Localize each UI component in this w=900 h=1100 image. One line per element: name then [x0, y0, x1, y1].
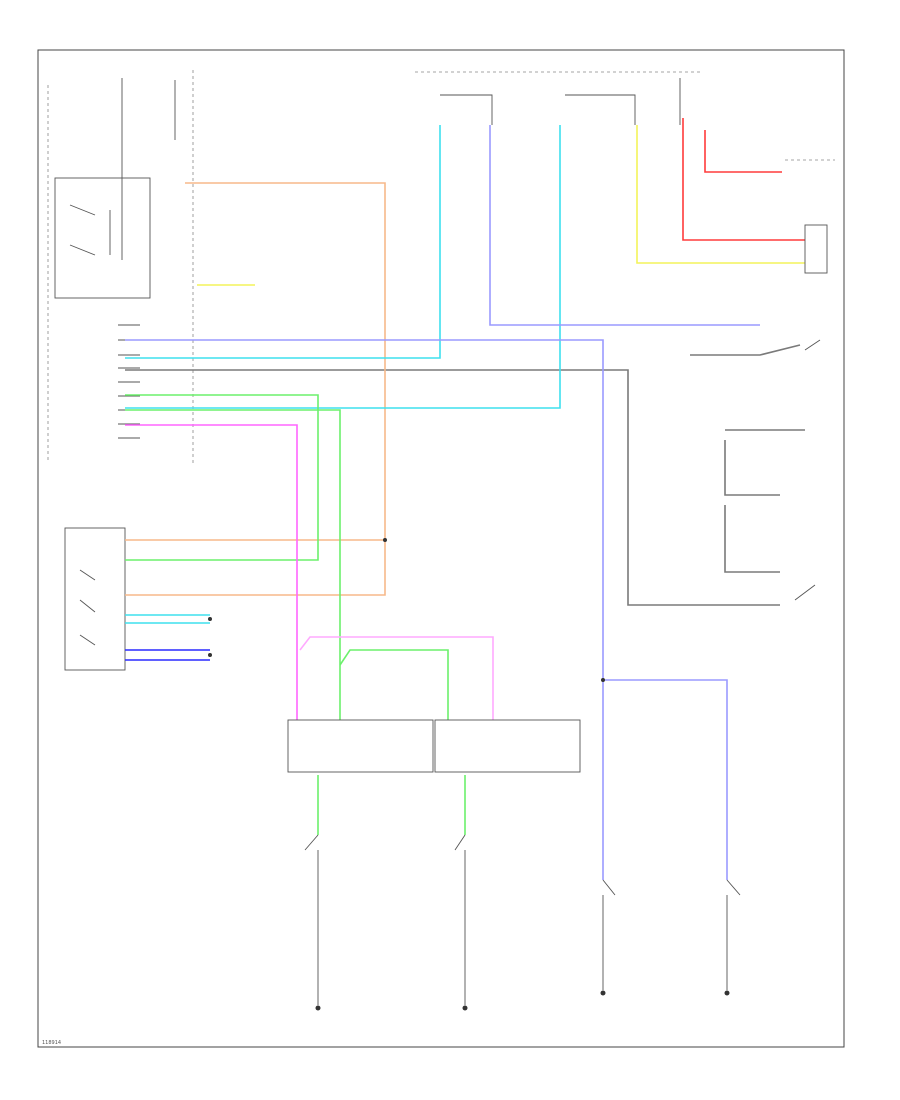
wire-green-2: [125, 409, 341, 720]
wire-black-1: [125, 369, 780, 606]
wire-orange: [125, 182, 386, 596]
actuator-module-left: [287, 719, 434, 773]
switch-block: [64, 527, 126, 671]
wire-pink-2: [299, 636, 494, 720]
wire-black-2: [690, 344, 801, 356]
wire-blue-violet: [125, 125, 760, 880]
wire-cyan-2: [125, 125, 561, 409]
ground-path-mid: [454, 834, 466, 1005]
wire-red: [682, 118, 805, 241]
wire-green-4: [317, 775, 466, 835]
wire-yellow: [197, 125, 805, 286]
ground-path-left: [304, 834, 319, 1005]
ground-path-rear-right: [726, 879, 741, 990]
top-feed-b: [565, 94, 636, 125]
actuator-module-right: [434, 719, 581, 773]
wire-cyan-3: [125, 614, 210, 624]
relay-coil: [69, 204, 111, 256]
relay-block: [54, 177, 151, 299]
wire-green-3: [339, 649, 449, 720]
module-pins: [118, 324, 140, 439]
ground-path-rear-left: [602, 879, 616, 990]
footer-code: 118914: [42, 1040, 61, 1046]
wire-black-4: [724, 440, 780, 573]
wire-green-1: [125, 394, 319, 561]
wire-cyan-1: [125, 125, 441, 359]
wire-blue: [125, 649, 210, 661]
wire-pink-1: [125, 424, 298, 720]
top-feed-a: [440, 94, 493, 125]
right-switch-contacts: [794, 339, 821, 601]
right-switch-block: [804, 224, 828, 274]
diagram-frame: [37, 49, 845, 1048]
switch-contacts: [79, 569, 96, 646]
splice-dots: [208, 538, 730, 1011]
